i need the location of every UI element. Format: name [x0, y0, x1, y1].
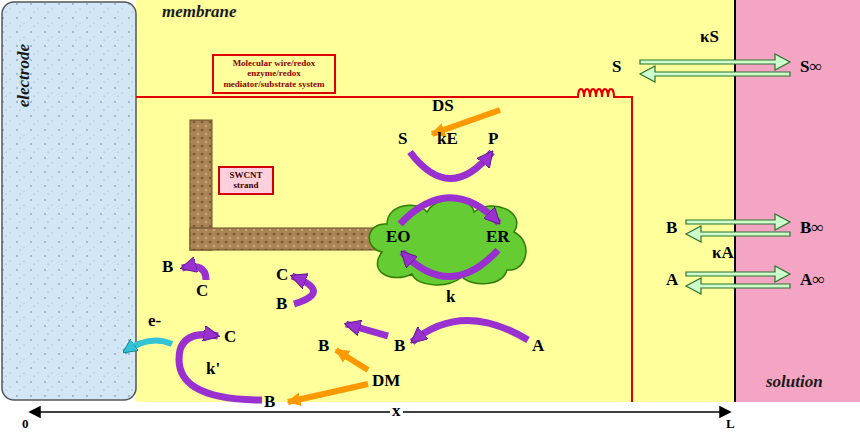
species-label: P — [488, 130, 498, 149]
label-box: SWCNT strand — [218, 166, 274, 195]
species-label: κA — [712, 244, 734, 263]
cloud-shape — [369, 200, 526, 285]
species-label: B — [264, 393, 275, 412]
species-label: 0 — [22, 417, 29, 431]
species-label: k — [446, 288, 455, 307]
species-label: kE — [437, 130, 458, 149]
swcnt-strand — [190, 228, 376, 250]
electrode-plate — [2, 2, 136, 400]
node-text: EO — [386, 228, 411, 247]
node-text: SWCNT strand — [222, 170, 270, 191]
species-label: S — [398, 130, 407, 149]
electrode-region: electrode — [0, 0, 136, 402]
species-label: A∞ — [800, 271, 824, 290]
species-label: e- — [148, 312, 161, 331]
enzyme-cloud: EO ER — [362, 192, 532, 287]
species-label: B — [666, 219, 677, 238]
species-label: DS — [432, 97, 454, 116]
species-label: B∞ — [800, 219, 823, 238]
node-text: membrane — [162, 2, 237, 22]
species-label: C — [196, 282, 208, 301]
species-label: x — [390, 402, 403, 421]
species-label: B — [276, 295, 287, 314]
node-text: ER — [486, 228, 510, 247]
species-label: C — [276, 266, 288, 285]
exchange-arrows — [640, 54, 790, 294]
species-label: S∞ — [800, 58, 822, 77]
species-label: B — [394, 337, 405, 356]
diffusion-arrows — [288, 110, 500, 402]
molecular-wire — [136, 89, 632, 402]
x-axis — [30, 407, 730, 417]
species-label: κS — [700, 28, 719, 47]
node-text: electrode — [14, 44, 34, 107]
purple-arrows — [179, 152, 528, 400]
electron-arrow — [124, 340, 172, 352]
species-label: C — [224, 328, 236, 347]
info-box: Molecular wire/redox enzyme/redox mediat… — [212, 54, 336, 94]
species-label: DM — [372, 372, 400, 391]
solution-region: solution — [736, 0, 860, 402]
species-label: A — [666, 271, 678, 290]
species-label: L — [726, 417, 735, 431]
species-label: B — [162, 258, 173, 277]
species-label: k' — [206, 360, 220, 379]
node-text: Molecular wire/redox enzyme/redox mediat… — [217, 58, 331, 89]
species-label: B — [318, 337, 329, 356]
species-label: A — [532, 337, 544, 356]
node-text: solution — [766, 372, 823, 392]
species-label: S — [612, 58, 621, 77]
